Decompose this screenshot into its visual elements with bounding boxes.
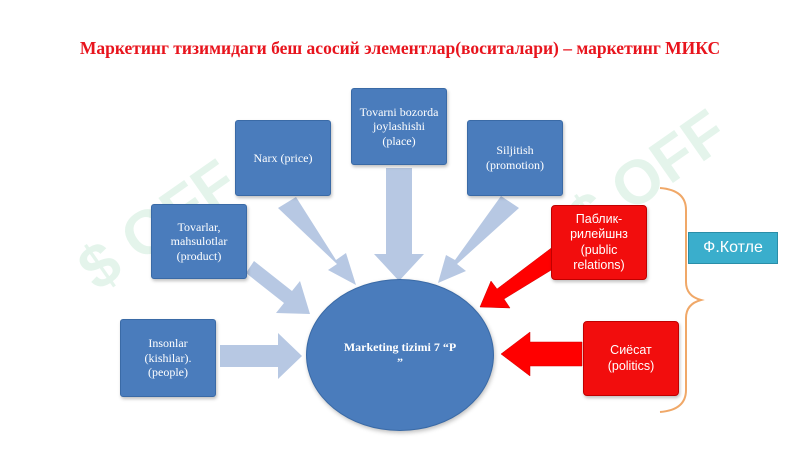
- box-product: Tovarlar, mahsulotlar (product): [151, 204, 247, 279]
- box-place: Tovarni bozorda joylashishi (place): [351, 88, 447, 165]
- arrow-politics: [500, 331, 583, 377]
- arrow-promotion: [438, 196, 519, 283]
- box-politics: Сиёсат (politics): [583, 321, 679, 396]
- box-promotion: Siljitish (promotion): [467, 120, 563, 196]
- arrow-people: [220, 333, 302, 379]
- box-people: Insonlar (kishilar). (people): [120, 319, 216, 397]
- author-label: Ф.Котле: [688, 232, 778, 264]
- arrow-price: [278, 197, 356, 285]
- arrow-place: [374, 168, 424, 281]
- curly-brace: [659, 187, 705, 413]
- box-price: Narx (price): [235, 120, 331, 196]
- box-public-relations: Паблик- рилейшнз (public relations): [551, 205, 647, 280]
- arrow-product: [246, 261, 310, 314]
- center-ellipse: Marketing tizimi 7 “P ”: [306, 279, 494, 431]
- slide-title: Маркетинг тизимидаги беш асосий элементл…: [79, 38, 721, 58]
